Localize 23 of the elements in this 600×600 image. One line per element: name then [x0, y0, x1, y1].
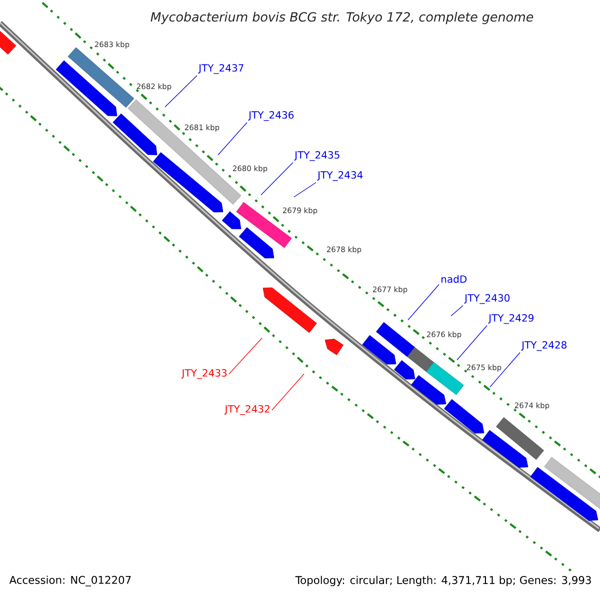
leader-line — [260, 162, 294, 196]
leader-line — [490, 352, 520, 388]
leader-line — [218, 122, 248, 156]
leader-line — [450, 305, 464, 316]
gene-label: JTY_2434 — [317, 171, 363, 181]
gene-label: JTY_2436 — [248, 111, 294, 121]
leader-line — [408, 284, 440, 320]
gene-label: JTY_2430 — [464, 294, 510, 304]
gene-label: JTY_2433 — [181, 369, 227, 379]
gene-label: nadD — [442, 275, 467, 283]
gene-label: JTY_2435 — [294, 151, 340, 161]
leader-line — [272, 374, 304, 410]
leader-line — [228, 338, 262, 374]
leader-line — [164, 75, 198, 108]
gene-label: JTY_2428 — [521, 341, 567, 351]
gene-label: JTY_2429 — [488, 314, 534, 324]
leader-line — [456, 325, 488, 360]
title: Mycobacterium bovis BCG str. Tokyo 172, complete genome — [150, 12, 534, 24]
gene-label: JTY_2432 — [224, 405, 270, 415]
leader-line — [294, 182, 316, 198]
genome-info-text: Topology: circular; Length: 4,371,711 bp; Genes: 3,993 — [295, 576, 591, 586]
gene-label: JTY_2437 — [198, 64, 244, 74]
accession-text: Accession: NC_012207 — [9, 576, 131, 586]
